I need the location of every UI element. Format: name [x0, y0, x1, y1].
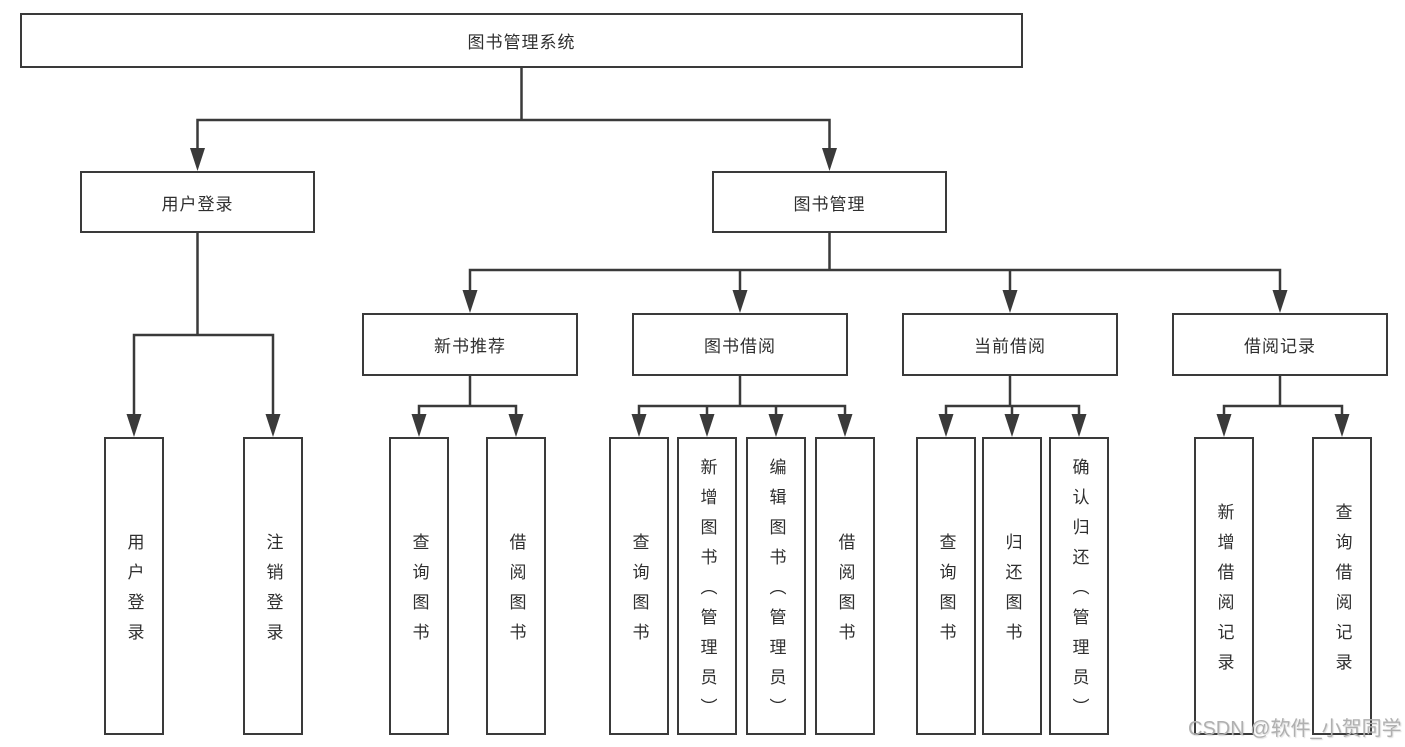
- connector-new-book-to-leaves: [411, 374, 524, 437]
- leaf-confirm-return-admin-label: 确认归还（管理员）: [1069, 457, 1089, 728]
- node-new-book-recommend: 新书推荐: [362, 313, 578, 376]
- node-root: 图书管理系统: [20, 13, 1023, 68]
- leaf-query-borrow-record-label: 查询借阅记录: [1332, 502, 1352, 683]
- arrowhead: [732, 290, 748, 313]
- leaf-edit-book-admin: 编辑图书（管理员）: [746, 437, 806, 735]
- arrowhead: [1216, 414, 1232, 437]
- arrowhead: [126, 414, 142, 437]
- leaf-query-books-current-label: 查询图书: [936, 532, 956, 653]
- leaf-return-book-label: 归还图书: [1002, 532, 1022, 653]
- arrowhead: [1272, 290, 1288, 313]
- node-new-book-recommend-label: 新书推荐: [434, 337, 506, 356]
- leaf-add-borrow-record-label: 新增借阅记录: [1214, 502, 1234, 683]
- connector-line: [196, 66, 831, 154]
- arrowhead: [411, 414, 427, 437]
- leaf-add-borrow-record: 新增借阅记录: [1194, 437, 1254, 735]
- node-book-borrow: 图书借阅: [632, 313, 848, 376]
- connector-book-management-to-level3: [462, 230, 1288, 313]
- arrowhead: [1071, 414, 1087, 437]
- leaf-logout-label: 注销登录: [263, 532, 283, 653]
- connector-current-borrow-to-leaves: [938, 374, 1087, 437]
- connector-book-borrow-to-leaves: [631, 374, 853, 437]
- arrowhead: [190, 148, 205, 171]
- connector-line: [944, 374, 1081, 420]
- arrowhead: [699, 414, 715, 437]
- connector-root-to-level2: [190, 66, 837, 171]
- arrowhead: [265, 414, 281, 437]
- arrowhead: [768, 414, 784, 437]
- connector-line: [132, 231, 275, 420]
- arrowhead: [1334, 414, 1350, 437]
- leaf-add-book-admin: 新增图书（管理员）: [677, 437, 737, 735]
- arrowhead: [1002, 290, 1018, 313]
- leaf-borrow-book-label: 借阅图书: [835, 532, 855, 653]
- leaf-confirm-return-admin: 确认归还（管理员）: [1049, 437, 1109, 735]
- node-book-management: 图书管理: [712, 171, 947, 233]
- arrowhead: [1004, 414, 1020, 437]
- connector-line: [637, 374, 847, 420]
- leaf-return-book: 归还图书: [982, 437, 1042, 735]
- arrowhead: [837, 414, 853, 437]
- node-borrow-records: 借阅记录: [1172, 313, 1388, 376]
- arrowhead: [631, 414, 647, 437]
- node-root-label: 图书管理系统: [467, 33, 576, 52]
- leaf-add-book-admin-label: 新增图书（管理员）: [697, 457, 717, 728]
- arrowhead: [822, 148, 837, 171]
- arrowhead: [508, 414, 524, 437]
- leaf-query-books-recommend-label: 查询图书: [409, 532, 429, 653]
- node-book-borrow-label: 图书借阅: [704, 337, 776, 356]
- leaf-logout: 注销登录: [243, 437, 303, 735]
- arrowhead: [938, 414, 954, 437]
- csdn-watermark: CSDN @软件_小贺同学: [1188, 718, 1402, 740]
- connector-line: [468, 230, 1282, 296]
- leaf-query-borrow-record: 查询借阅记录: [1312, 437, 1372, 735]
- leaf-borrow-books-recommend-label: 借阅图书: [506, 532, 526, 653]
- node-current-borrow: 当前借阅: [902, 313, 1118, 376]
- leaf-user-login-label: 用户登录: [124, 532, 144, 653]
- arrowhead: [462, 290, 478, 313]
- leaf-query-books-recommend: 查询图书: [389, 437, 449, 735]
- node-current-borrow-label: 当前借阅: [974, 337, 1046, 356]
- connector-line: [1222, 374, 1344, 420]
- connector-user-login-to-leaves: [126, 231, 281, 437]
- leaf-borrow-books-recommend: 借阅图书: [486, 437, 546, 735]
- node-user-login-label: 用户登录: [161, 194, 234, 214]
- leaf-query-books-borrow: 查询图书: [609, 437, 669, 735]
- leaf-edit-book-admin-label: 编辑图书（管理员）: [766, 457, 786, 728]
- leaf-query-books-current: 查询图书: [916, 437, 976, 735]
- node-user-login: 用户登录: [80, 171, 315, 233]
- node-borrow-records-label: 借阅记录: [1244, 337, 1316, 356]
- node-book-management-label: 图书管理: [793, 194, 866, 214]
- leaf-user-login: 用户登录: [104, 437, 164, 735]
- leaf-query-books-borrow-label: 查询图书: [629, 532, 649, 653]
- leaf-borrow-book: 借阅图书: [815, 437, 875, 735]
- connector-line: [417, 374, 518, 420]
- connector-borrow-records-to-leaves: [1216, 374, 1350, 437]
